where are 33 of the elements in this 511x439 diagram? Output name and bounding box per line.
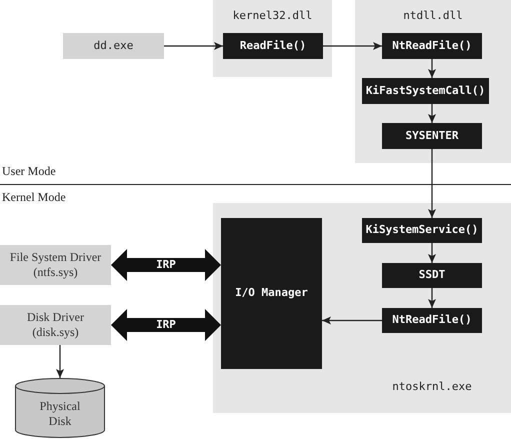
arrow [164, 42, 223, 50]
process-box: dd.exe [63, 33, 164, 59]
mode-label: Kernel Mode [2, 189, 66, 206]
mode-label: User Mode [2, 163, 56, 180]
function-box: KiFastSystemCall() [362, 78, 489, 104]
arrow [428, 59, 436, 78]
module-name: kernel32.dll [232, 8, 312, 24]
edge-label: IRP [156, 256, 176, 273]
module-panel [213, 0, 332, 77]
arrow [428, 149, 436, 218]
arrow [322, 316, 382, 324]
module-panel [355, 0, 511, 163]
disk-cylinder: Physical Disk [15, 378, 105, 438]
function-box: I/O Manager [221, 218, 322, 369]
edge-label: IRP [156, 316, 176, 333]
module-name: ntdll.dll [403, 8, 463, 24]
arrow [56, 345, 64, 378]
arrow [428, 243, 436, 263]
function-box: SSDT [382, 263, 482, 288]
module-panel [213, 203, 511, 413]
function-box: NtReadFile() [382, 308, 482, 333]
function-box: ReadFile() [223, 33, 323, 59]
double-arrow [111, 309, 221, 341]
function-box: SYSENTER [382, 123, 482, 149]
function-box: KiSystemService() [362, 218, 482, 243]
function-box: NtReadFile() [382, 33, 482, 59]
arrow [323, 42, 382, 50]
arrow [428, 104, 436, 123]
driver-box: Disk Driver (disk.sys) [0, 305, 111, 345]
double-arrow [111, 249, 221, 281]
driver-box: File System Driver (ntfs.sys) [0, 245, 111, 285]
module-name: ntoskrnl.exe [392, 378, 472, 394]
arrow [428, 288, 436, 308]
